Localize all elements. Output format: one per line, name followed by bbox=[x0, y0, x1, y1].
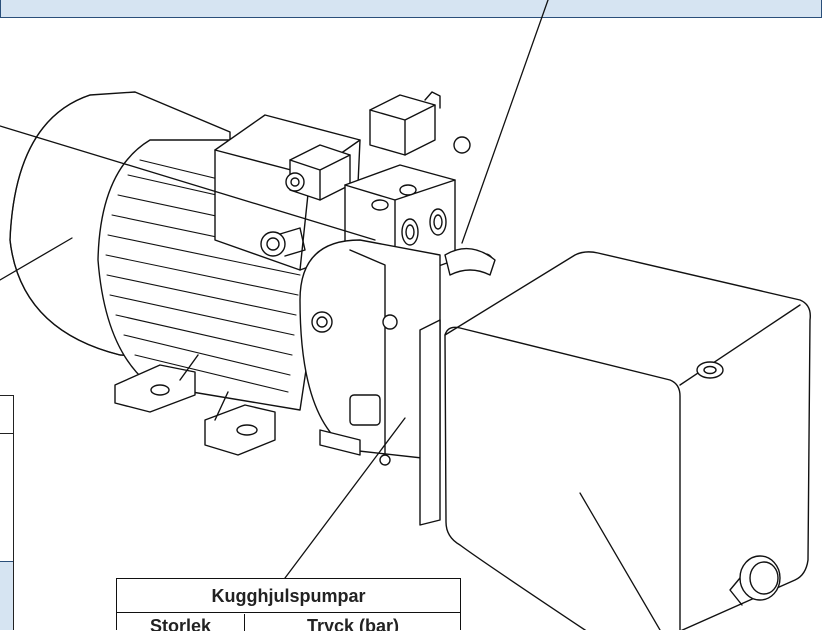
leader-line bbox=[461, 0, 549, 244]
column-header-pressure: Tryck (bar) bbox=[306, 616, 400, 631]
highlighted-table-row bbox=[0, 561, 13, 630]
solenoid-valve bbox=[369, 94, 436, 156]
gear-pump-table: Kugghjulspumpar Storlek Tryck (bar) bbox=[116, 578, 461, 631]
hose-clamp bbox=[444, 247, 496, 276]
leader-lines bbox=[0, 0, 661, 630]
pressure-port bbox=[349, 394, 381, 426]
leader-line bbox=[579, 492, 661, 630]
left-spec-table-edge bbox=[0, 395, 14, 630]
column-header-size: Storlek bbox=[117, 614, 245, 631]
pump-flange bbox=[299, 239, 441, 461]
drain-plug bbox=[729, 555, 781, 606]
valve-assembly bbox=[214, 91, 496, 466]
table-title: Kugghjulspumpar bbox=[117, 579, 460, 613]
top-info-banner bbox=[0, 0, 822, 18]
tank-filler-screw bbox=[696, 361, 724, 379]
leader-line bbox=[0, 125, 376, 241]
leader-line bbox=[0, 237, 73, 281]
table-row-divider bbox=[0, 433, 14, 434]
hand-knob bbox=[260, 231, 286, 257]
leader-line bbox=[284, 417, 406, 579]
oil-tank bbox=[419, 251, 811, 630]
